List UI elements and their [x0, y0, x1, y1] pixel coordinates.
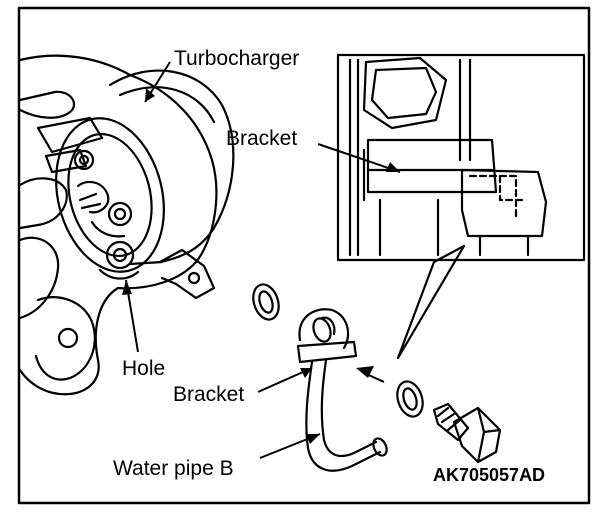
bracket-bottom-label: Bracket: [173, 383, 245, 406]
turbocharger-assembly: [18, 54, 235, 396]
figure-border: [17, 6, 591, 505]
bracket-top-arrowhead: [386, 162, 400, 172]
bolt-head: [362, 56, 448, 130]
bolt-direction-arrowhead: [356, 366, 374, 378]
gasket-upper: [252, 283, 280, 321]
gasket-lower: [396, 380, 424, 418]
bracket-plate: [366, 138, 498, 194]
turbocharger-label: Turbocharger: [174, 47, 300, 70]
bracket-top-leader: [317, 143, 401, 173]
water-pipe-arrowhead: [306, 434, 320, 444]
banjo-fitting: [460, 168, 548, 238]
inset-callout-wedge: [396, 244, 466, 360]
bracket-top-label: Bracket: [226, 127, 298, 150]
turbocharger-leader-arrowhead: [145, 88, 155, 102]
eye-bolt: [432, 402, 502, 464]
inset-frame: [336, 53, 586, 262]
figure-code-label: AK705057AD: [433, 465, 546, 485]
bracket-detail-inset: [336, 53, 586, 262]
water-pipe-b: [296, 308, 388, 472]
bracket-bottom-arrowhead: [300, 368, 312, 378]
hole-arrowhead: [122, 280, 132, 295]
hole-label: Hole: [122, 357, 166, 380]
pipe-bracket: [296, 340, 358, 364]
water-pipe-label: Water pipe B: [113, 457, 234, 480]
